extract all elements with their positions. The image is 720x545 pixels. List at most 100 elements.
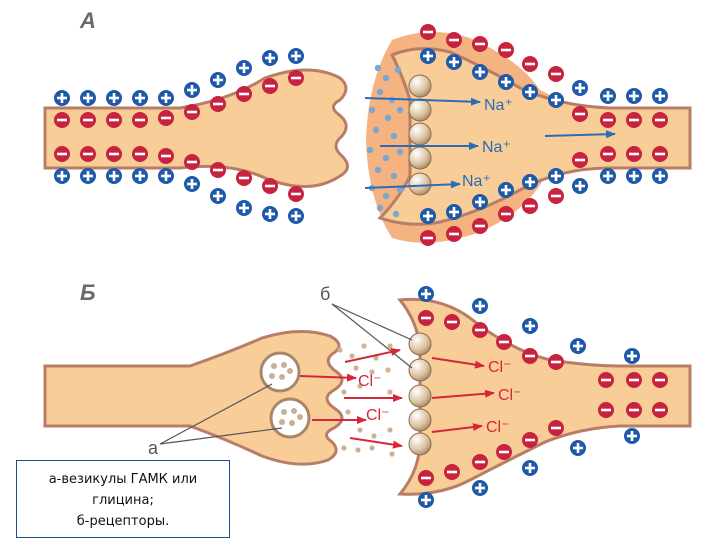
minus-charge-icon bbox=[262, 178, 278, 194]
plus-charge-icon bbox=[624, 428, 640, 444]
minus-charge-icon bbox=[548, 188, 564, 204]
receptor bbox=[408, 408, 432, 432]
ion-arrows-b bbox=[299, 348, 495, 449]
minus-charge-icon bbox=[598, 402, 614, 418]
minus-charge-icon bbox=[210, 96, 226, 112]
minus-charge-icon bbox=[626, 146, 642, 162]
particle bbox=[396, 148, 404, 156]
minus-charge-icon bbox=[522, 198, 538, 214]
caption-line-2: глицина; bbox=[92, 493, 154, 508]
cl-label-1: Cl⁻ bbox=[358, 373, 382, 390]
minus-charge-icon bbox=[184, 154, 200, 170]
ion-arrows-a bbox=[364, 97, 616, 189]
plus-charge-icon bbox=[132, 90, 148, 106]
minus-charge-icon bbox=[444, 314, 460, 330]
minus-charge-icon bbox=[158, 110, 174, 126]
cl-label-4: Cl⁻ bbox=[498, 387, 522, 404]
pointer-a-1 bbox=[159, 383, 273, 445]
minus-charge-icon bbox=[548, 354, 564, 370]
minus-charge-icon bbox=[626, 112, 642, 128]
minus-charge-icon bbox=[446, 226, 462, 242]
plus-charge-icon bbox=[446, 204, 462, 220]
particle bbox=[366, 146, 374, 154]
plus-charge-icon bbox=[80, 168, 96, 184]
plus-charge-icon bbox=[288, 208, 304, 224]
minus-charge-icon bbox=[572, 152, 588, 168]
plus-charge-icon bbox=[262, 206, 278, 222]
receptor bbox=[408, 432, 432, 456]
pointer-b-1 bbox=[331, 303, 413, 341]
transmitter-particles-b bbox=[337, 343, 395, 457]
minus-charge-icon bbox=[496, 444, 512, 460]
plus-charge-icon bbox=[210, 72, 226, 88]
plus-charge-icon bbox=[624, 348, 640, 364]
minus-charge-icon bbox=[472, 454, 488, 470]
plus-charge-icon bbox=[132, 168, 148, 184]
particle bbox=[394, 66, 402, 74]
plus-charge-icon bbox=[472, 480, 488, 496]
minus-charge-icon bbox=[652, 372, 668, 388]
particle bbox=[389, 451, 395, 457]
na-arrow-4 bbox=[544, 130, 616, 139]
minus-charge-icon bbox=[184, 104, 200, 120]
minus-charge-icon bbox=[472, 36, 488, 52]
pointer-lines bbox=[159, 303, 413, 445]
minus-charge-icon bbox=[444, 464, 460, 480]
plus-charge-icon bbox=[236, 60, 252, 76]
minus-charge-icon bbox=[522, 56, 538, 72]
plus-charge-icon bbox=[600, 168, 616, 184]
particle bbox=[349, 353, 355, 359]
receptor bbox=[408, 358, 432, 382]
caption-box: а-везикулы ГАМК или глицина; б-рецепторы… bbox=[16, 460, 230, 538]
plus-charge-icon bbox=[54, 90, 70, 106]
minus-charge-icon bbox=[420, 24, 436, 40]
minus-charge-icon bbox=[236, 170, 252, 186]
vesicle-2 bbox=[269, 397, 311, 439]
particle bbox=[376, 204, 384, 212]
particle bbox=[368, 106, 376, 114]
cl-arrow-8 bbox=[431, 423, 483, 433]
plus-charge-icon bbox=[652, 88, 668, 104]
minus-charge-icon bbox=[132, 112, 148, 128]
panel-letter-a: А bbox=[80, 8, 96, 33]
plus-charge-icon bbox=[572, 80, 588, 96]
minus-charge-icon bbox=[496, 334, 512, 350]
plus-charge-icon bbox=[418, 492, 434, 508]
plus-charge-icon bbox=[158, 168, 174, 184]
minus-charge-icon bbox=[652, 112, 668, 128]
plus-charge-icon bbox=[54, 168, 70, 184]
panel-a: Na⁺ Na⁺ Na⁺ bbox=[43, 24, 692, 246]
plus-charge-icon bbox=[418, 286, 434, 302]
plus-charge-icon bbox=[262, 50, 278, 66]
charges-b bbox=[418, 286, 668, 508]
particle bbox=[373, 355, 379, 361]
minus-charge-icon bbox=[572, 106, 588, 122]
plus-charge-icon bbox=[548, 168, 564, 184]
plus-charge-icon bbox=[106, 90, 122, 106]
cl-arrow-5 bbox=[349, 437, 403, 449]
plus-charge-icon bbox=[498, 74, 514, 90]
minus-charge-icon bbox=[158, 148, 174, 164]
plus-charge-icon bbox=[184, 82, 200, 98]
particle bbox=[385, 367, 391, 373]
cl-arrow-1 bbox=[344, 348, 401, 363]
plus-charge-icon bbox=[570, 338, 586, 354]
receptor bbox=[408, 122, 432, 146]
vesicle-1 bbox=[259, 351, 301, 393]
particle bbox=[396, 186, 404, 194]
particle bbox=[382, 192, 390, 200]
pointer-a-2 bbox=[159, 427, 283, 445]
particle bbox=[376, 88, 384, 96]
postsynaptic-cell-b bbox=[396, 297, 692, 496]
plus-charge-icon bbox=[472, 194, 488, 210]
minus-charge-icon bbox=[418, 310, 434, 326]
plus-charge-icon bbox=[80, 90, 96, 106]
minus-charge-icon bbox=[600, 146, 616, 162]
na-arrow-3 bbox=[364, 180, 461, 189]
charges-a bbox=[54, 24, 668, 246]
particle bbox=[355, 447, 361, 453]
cl-arrow-6 bbox=[431, 357, 485, 369]
cl-arrow-2 bbox=[299, 373, 357, 382]
